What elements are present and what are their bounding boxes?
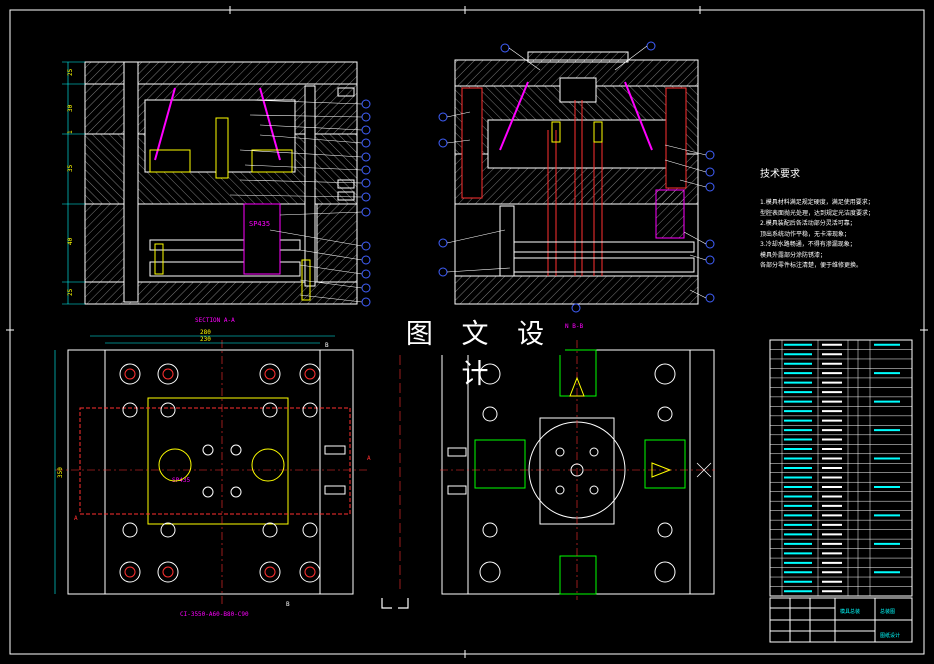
mold-base-code: CI-3550-A60-B80-C90 <box>180 611 249 618</box>
dim-side: 350 <box>57 467 64 478</box>
section-mark: B <box>325 342 329 349</box>
tech-line: 1.模具材料满足规定硬度，满足使用要求； <box>760 199 874 206</box>
sprue-bushing <box>215 117 229 179</box>
angle-pin <box>259 87 281 161</box>
guide-bush <box>655 189 685 239</box>
water-fittings <box>447 447 467 495</box>
ejector-plate <box>513 257 695 273</box>
tech-line: 型腔表面抛光处理，达到规定光洁度要求； <box>760 209 875 217</box>
slider-pin <box>551 121 561 143</box>
guide-pin-left <box>461 87 483 199</box>
mold-outline <box>67 349 354 595</box>
ejector-area <box>124 203 318 283</box>
leader-lines <box>446 45 707 299</box>
slider-pin <box>593 121 603 143</box>
tech-line: 2.模具装配后各活动部分灵活可靠； <box>760 220 856 227</box>
width-dimension <box>54 335 335 594</box>
slide-top <box>559 349 597 397</box>
parts-table <box>769 339 913 597</box>
cavity-frame <box>147 397 289 525</box>
guide-pin-left <box>123 61 139 303</box>
drawing-border <box>9 9 925 655</box>
tech-line: 3.冷却水路畅通，不得有渗漏现象； <box>760 241 856 248</box>
section-mark: A <box>367 455 371 462</box>
plate-outline <box>467 349 691 595</box>
border-ticks <box>6 6 928 658</box>
pin-yellow <box>154 243 164 275</box>
section-view-aa: SP435 25 30 1 3 <box>62 61 371 307</box>
title-name-left: 模具总装 <box>840 608 860 615</box>
section-mark: A <box>74 515 78 522</box>
support-pillar <box>499 205 515 277</box>
plan-view-right: N B-B <box>381 323 715 609</box>
angle-pin <box>499 81 529 151</box>
parts-table-frame <box>769 339 913 597</box>
height-dimension <box>62 61 85 305</box>
slide-bottom <box>559 555 597 595</box>
cavity-label: SP435 <box>249 220 270 228</box>
guide-pin-right <box>665 87 687 189</box>
sprue-channel <box>559 77 597 103</box>
water-fittings <box>337 87 355 201</box>
title-block: 模具总装 总装图 图纸设计 <box>769 597 913 643</box>
angle-pin <box>624 81 653 151</box>
tech-line: 模具外露部分涂防锈漆； <box>760 251 827 259</box>
watermark: 图 文 设 计 <box>395 315 565 390</box>
slider-right <box>251 149 293 173</box>
section-label-bb: N B-B <box>565 323 583 330</box>
dim-width: 230 <box>200 336 211 343</box>
slide-left <box>474 439 526 489</box>
dim-height: 30 <box>67 104 74 112</box>
ejector-plate <box>149 239 301 251</box>
dim-height: 25 <box>67 288 74 296</box>
section-label-aa: SECTION A-A <box>195 317 235 324</box>
slide-arrow-right <box>651 462 672 478</box>
title-project: 图纸设计 <box>880 632 900 639</box>
locating-ring <box>527 51 629 63</box>
technical-requirements: 技术要求 1.模具材料满足规定硬度，满足使用要求； 型腔表面抛光处理，达到规定光… <box>760 165 910 272</box>
cavity-insert <box>487 119 669 169</box>
dim-width: 280 <box>200 329 211 336</box>
slider-guide <box>79 407 351 515</box>
plate-outline <box>104 349 321 595</box>
support-block-right <box>316 203 358 283</box>
angle-pin <box>154 87 176 161</box>
dim-height: 25 <box>67 68 74 76</box>
section-view-bb <box>438 41 715 313</box>
x-mark <box>696 462 712 478</box>
holes <box>479 363 676 583</box>
support-block-left <box>84 203 126 283</box>
balloon-callouts <box>361 99 371 307</box>
gate-inserts <box>202 444 242 498</box>
tech-title: 技术要求 <box>760 169 800 180</box>
ejector-plate <box>513 241 695 253</box>
title-name-right: 总装图 <box>880 608 895 615</box>
dim-height: 40 <box>67 237 74 245</box>
tech-line: 各部分零件标注清楚，便于维修更换。 <box>760 262 863 269</box>
dim-height: 1 <box>67 130 74 134</box>
tech-line: 顶出系统动作平稳，无卡滞现象； <box>760 230 851 238</box>
slide-right <box>644 439 686 489</box>
cavity-box <box>243 203 281 275</box>
slide-arrow-up <box>569 376 585 397</box>
plan-cavity-label: SP435 <box>172 477 190 484</box>
leader-lines <box>229 99 363 303</box>
plan-view-left: SP435 280 230 350 SECTION A-A <box>54 317 371 618</box>
dim-height: 35 <box>67 164 74 172</box>
slider-left <box>149 149 191 173</box>
ejector-plate <box>149 261 301 277</box>
section-mark: B <box>286 601 290 608</box>
bottom-clamp-plate <box>84 281 358 305</box>
ejector-holes <box>119 363 321 583</box>
water-fittings <box>324 445 346 495</box>
section-corner-mark <box>381 598 409 609</box>
bottom-clamp-plate <box>454 275 699 305</box>
